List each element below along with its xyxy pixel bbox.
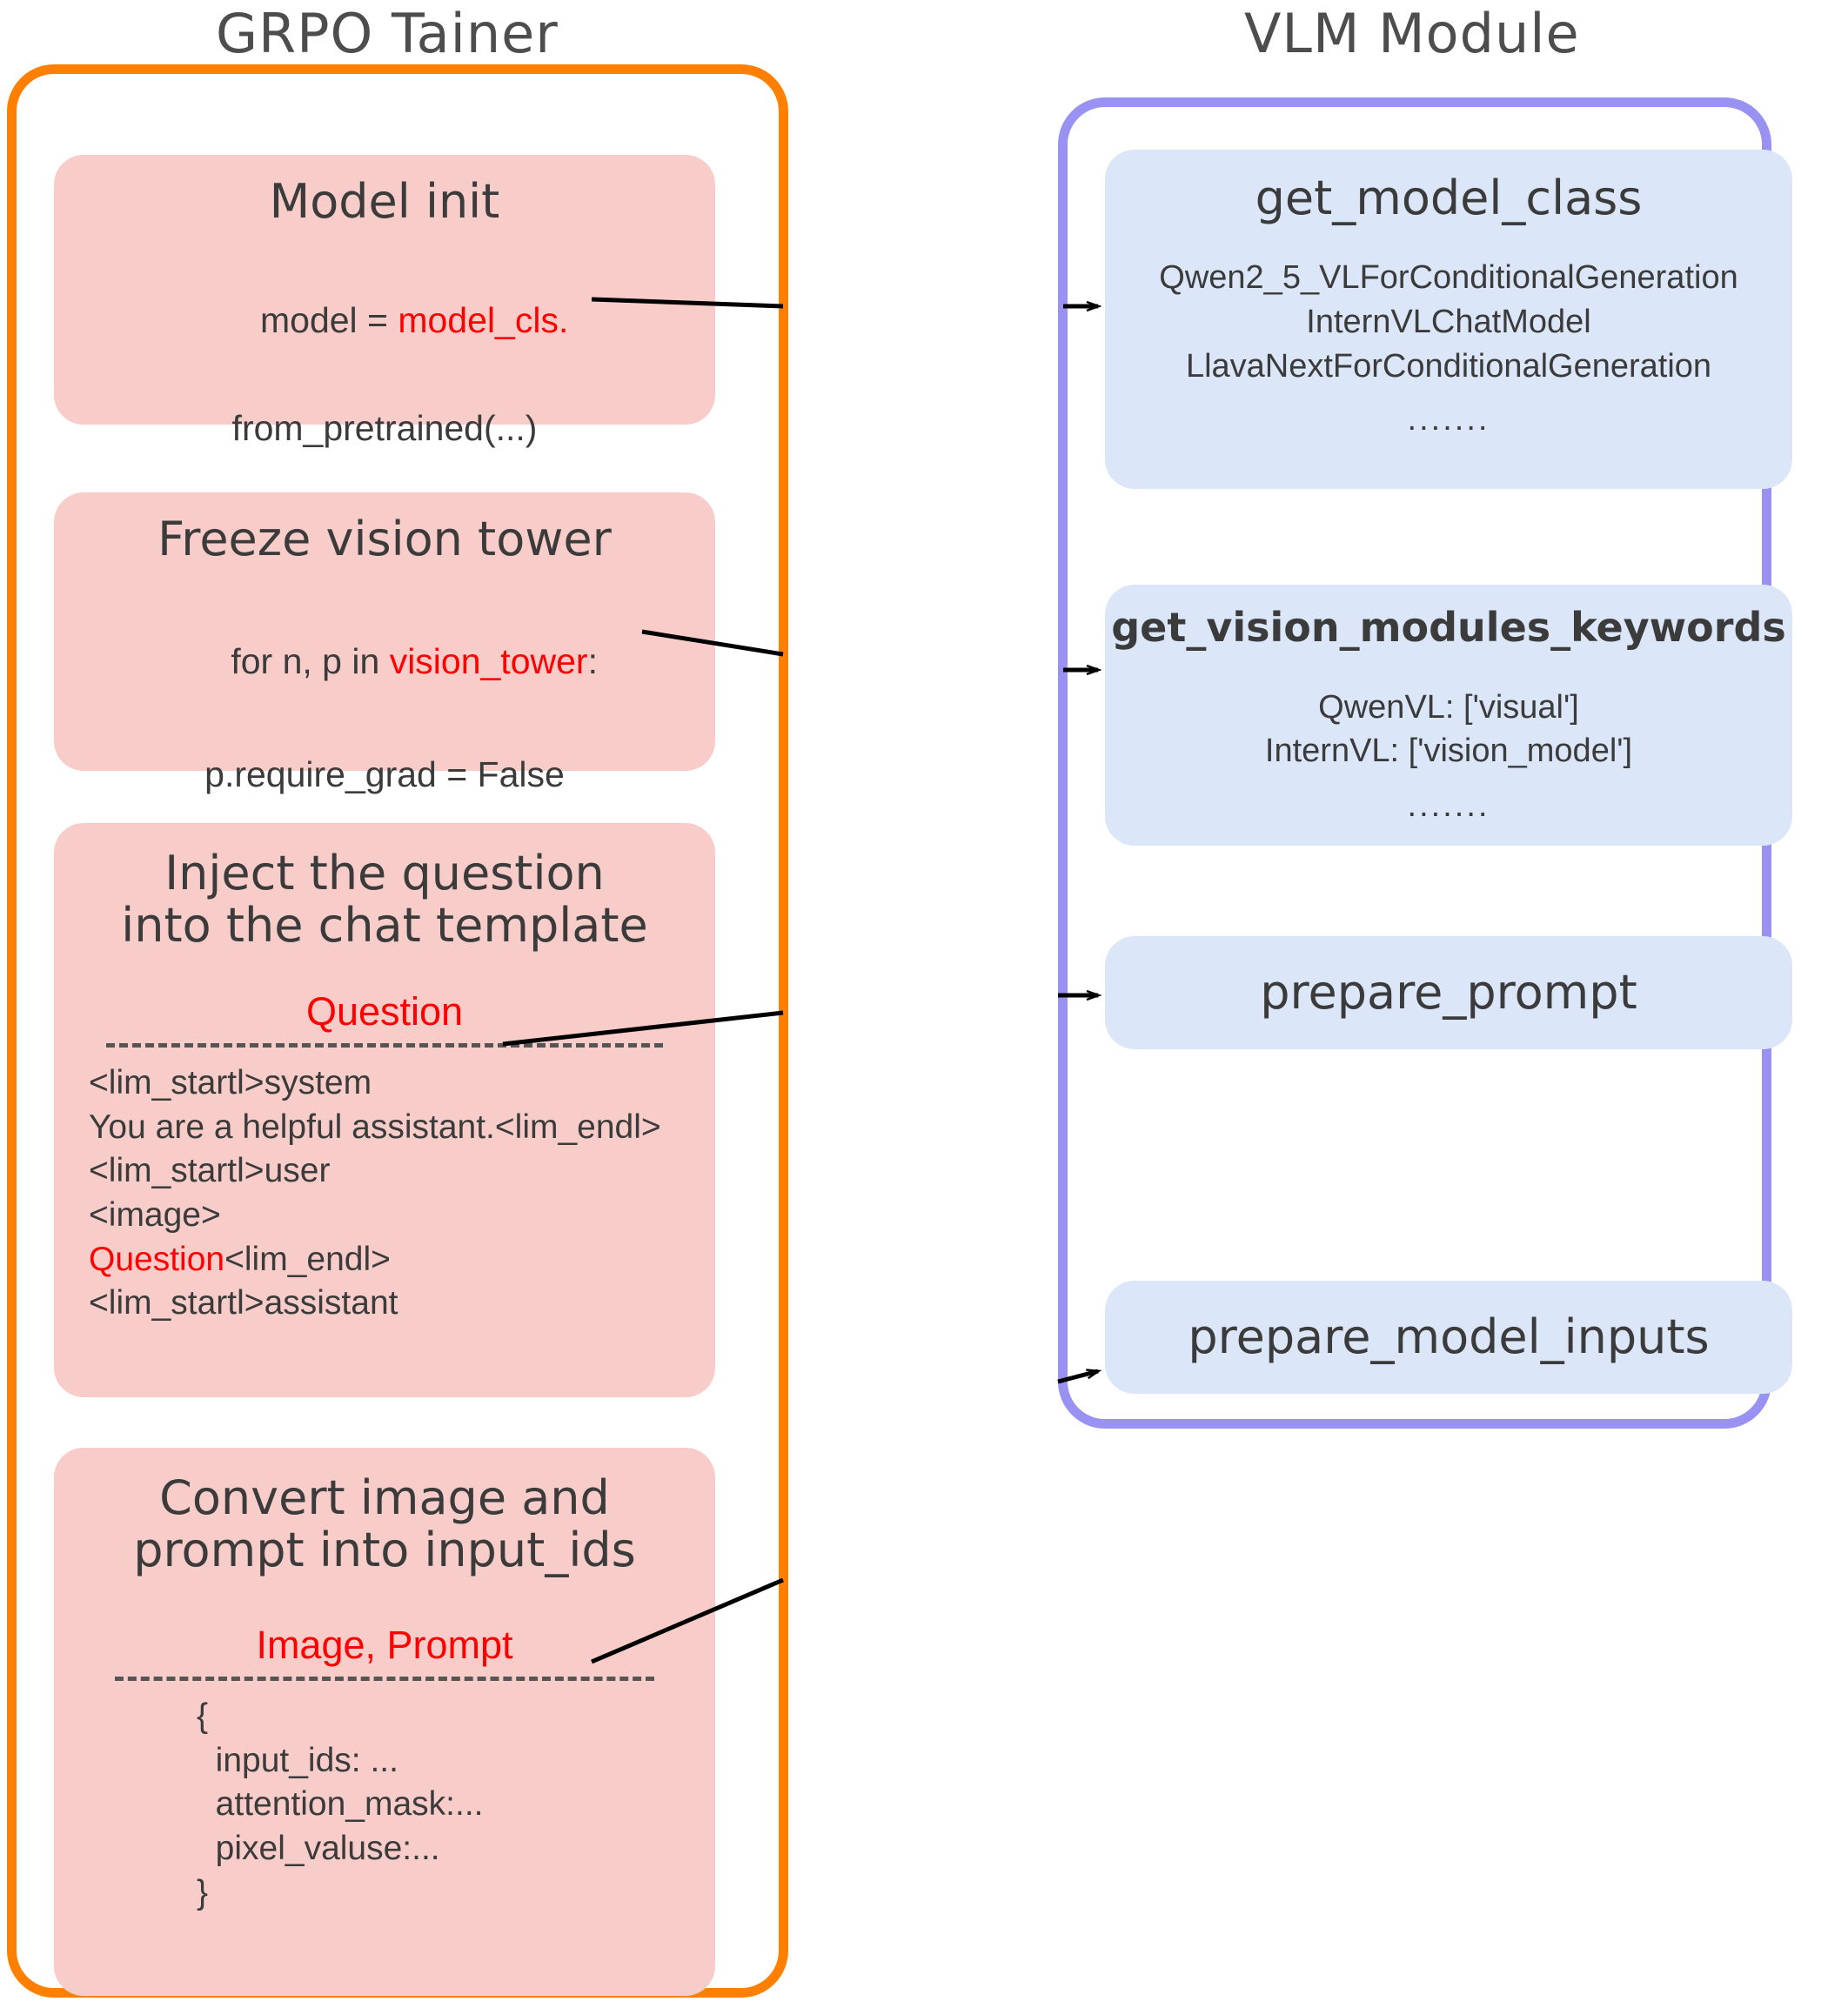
convert-divider [115, 1676, 654, 1681]
chat-template-line-6: <lim_startl>assistant [89, 1284, 398, 1322]
freeze-code-prefix: for n, p in [231, 641, 390, 682]
chat-template-line-1: <lim_startl>system [89, 1063, 372, 1101]
chat-template-block: <lim_startl>system You are a helpful ass… [89, 1061, 661, 1326]
card-prepare-model-inputs-title: prepare_model_inputs [1188, 1309, 1710, 1364]
card-model-init[interactable]: Model init model = model_cls. from_pretr… [54, 155, 715, 448]
card-model-init-title: Model init [269, 174, 500, 229]
model-class-item-1: Qwen2_5_VLForConditionalGeneration [1159, 259, 1738, 297]
card-inject-question[interactable]: Inject the question into the chat templa… [54, 823, 715, 1397]
inject-question-divider [106, 1042, 663, 1048]
chat-template-line-3: <lim_startl>user [89, 1152, 331, 1190]
vlm-module-group-title: VLM Module [1244, 2, 1580, 65]
card-model-init-code-line-1: model = model_cls. [201, 259, 569, 382]
chat-template-line-4: <image> [89, 1196, 221, 1234]
chat-template-question-token: Question [89, 1240, 225, 1278]
json-line-1: { [197, 1697, 209, 1735]
json-line-5: } [197, 1873, 209, 1911]
vision-keywords-items: QwenVL: ['visual'] InternVL: ['vision_mo… [1265, 686, 1632, 829]
card-get-vision-modules-keywords[interactable]: get_vision_modules_keywords QwenVL: ['vi… [1105, 585, 1792, 846]
vision-keyword-item-2: InternVL: ['vision_model'] [1264, 733, 1633, 770]
json-line-2: input_ids: ... [197, 1741, 398, 1779]
model-class-item-ellipsis: ....... [1407, 401, 1490, 438]
card-convert-image-prompt-title: Convert image and prompt into input_ids [133, 1470, 636, 1578]
json-line-4: pixel_valuse:... [197, 1830, 440, 1867]
card-freeze-code-line-2: p.require_grad = False [204, 754, 565, 795]
model-class-item-2: InternVLChatModel [1306, 304, 1591, 341]
card-inject-question-title: Inject the question into the chat templa… [121, 846, 648, 954]
freeze-code-suffix: : [587, 641, 598, 682]
card-freeze-vision-tower[interactable]: Freeze vision tower for n, p in vision_t… [54, 492, 715, 794]
model-init-code-highlight: model_cls. [398, 300, 569, 341]
card-get-vision-modules-keywords-title: get_vision_modules_keywords [1111, 604, 1786, 651]
card-inject-question-red-label: Question [305, 988, 464, 1034]
model-init-code-prefix: model = [259, 300, 398, 341]
chat-template-line-2: You are a helpful assistant.<lim_endl> [89, 1108, 661, 1146]
card-prepare-model-inputs[interactable]: prepare_model_inputs [1105, 1281, 1792, 1394]
card-get-model-class[interactable]: get_model_class Qwen2_5_VLForConditional… [1105, 150, 1792, 489]
card-convert-image-prompt[interactable]: Convert image and prompt into input_ids … [54, 1448, 715, 1996]
card-freeze-vision-tower-title: Freeze vision tower [157, 512, 612, 566]
chat-template-line-5-tail: <lim_endl> [224, 1240, 391, 1278]
card-freeze-code-line-1: for n, p in vision_tower: [171, 600, 598, 723]
card-get-model-class-title: get_model_class [1255, 171, 1643, 225]
get-model-class-items: Qwen2_5_VLForConditionalGeneration Inter… [1159, 256, 1738, 442]
vision-keyword-item-1: QwenVL: ['visual'] [1318, 688, 1579, 726]
card-prepare-prompt-title: prepare_prompt [1260, 964, 1637, 1020]
card-convert-red-label: Image, Prompt [256, 1622, 513, 1667]
json-line-3: attention_mask:... [197, 1785, 484, 1824]
model-class-item-3: LlavaNextForConditionalGeneration [1185, 348, 1712, 385]
model-inputs-json-block: { input_ids: ... attention_mask:... pixe… [197, 1695, 484, 1915]
grpo-trainer-group-title: GRPO Tainer [216, 2, 559, 65]
card-prepare-prompt[interactable]: prepare_prompt [1105, 936, 1792, 1049]
freeze-code-highlight: vision_tower [389, 641, 588, 682]
card-model-init-code-line-2: from_pretrained(...) [231, 408, 538, 449]
vision-keyword-item-ellipsis: ....... [1407, 787, 1490, 825]
